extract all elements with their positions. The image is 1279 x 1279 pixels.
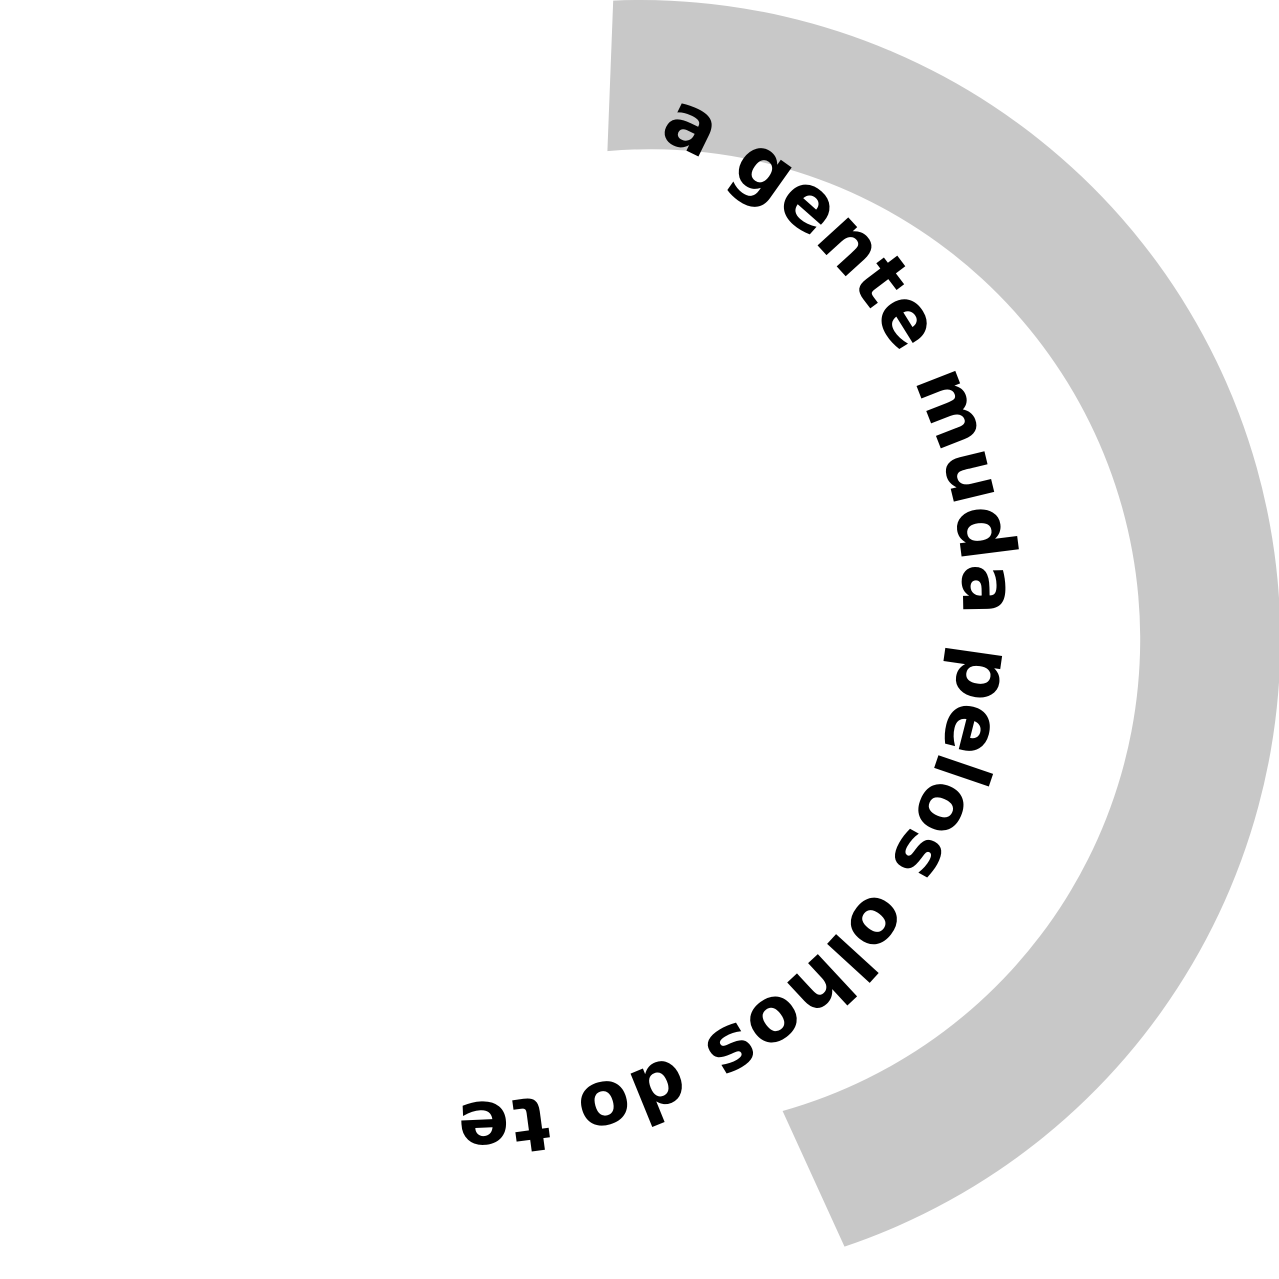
arc-band (607, 0, 1279, 1247)
